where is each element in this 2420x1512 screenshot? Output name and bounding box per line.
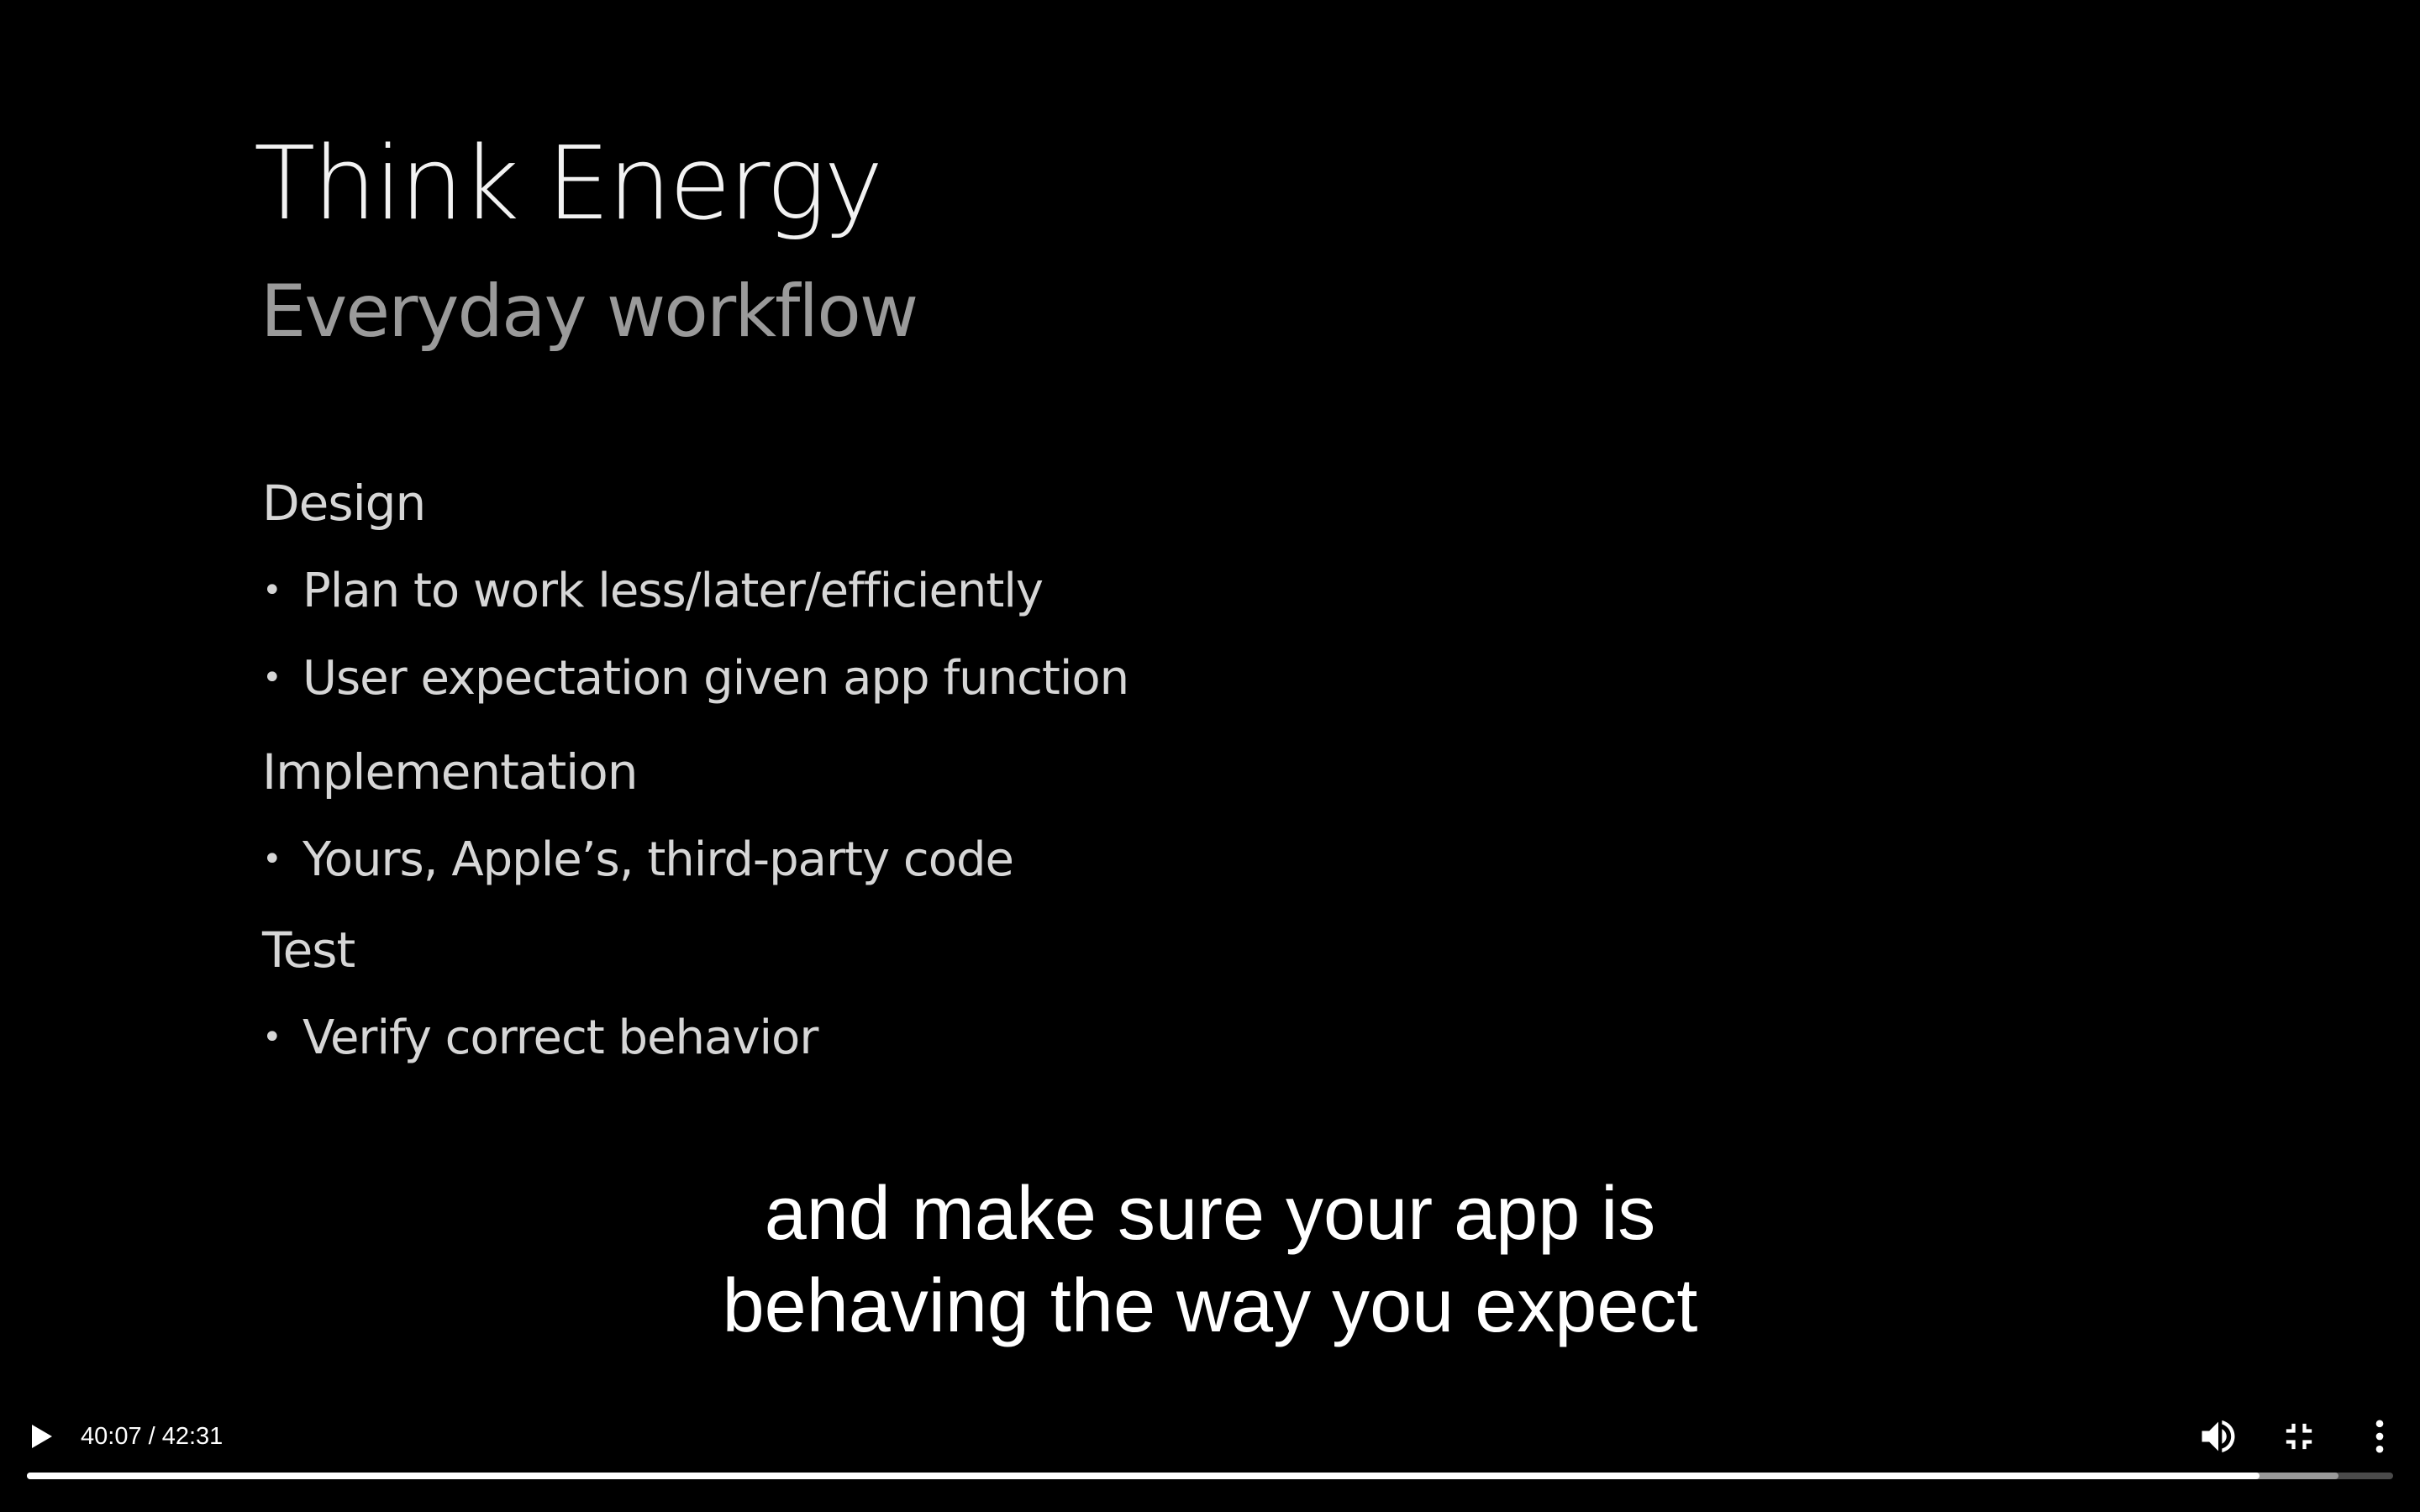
bullet-text: Yours, Apple’s, third-party code xyxy=(302,832,1014,887)
bullet-item: •Yours, Apple’s, third-party code xyxy=(262,837,1014,884)
player-controls: 40:07 / 42:31 xyxy=(0,1394,2420,1512)
volume-icon xyxy=(2202,1420,2235,1453)
caption-line-2: behaving the way you expect xyxy=(722,1264,1698,1348)
play-button[interactable] xyxy=(25,1416,59,1457)
play-icon xyxy=(32,1425,52,1448)
bullet-glyph: • xyxy=(262,659,282,697)
exit-fullscreen-button[interactable] xyxy=(2277,1415,2321,1458)
more-vertical-icon xyxy=(2375,1420,2384,1453)
slide-subtitle: Everyday workflow xyxy=(260,270,918,354)
bullet-glyph: • xyxy=(262,840,282,879)
time-display: 40:07 / 42:31 xyxy=(81,1423,224,1450)
section-heading-implementation: Implementation xyxy=(262,743,639,801)
section-heading-test: Test xyxy=(262,921,355,979)
slide-title: Think Energy xyxy=(254,126,883,243)
progress-bar[interactable] xyxy=(27,1473,2393,1479)
bullet-item: •User expectation given app function xyxy=(262,655,1129,702)
bullet-text: Plan to work less/later/efficiently xyxy=(302,564,1044,618)
closed-captions: and make sure your app is behaving the w… xyxy=(0,1168,2420,1352)
exit-fullscreen-icon xyxy=(2286,1423,2312,1450)
section-heading-design: Design xyxy=(262,475,426,532)
bullet-text: User expectation given app function xyxy=(302,651,1129,706)
more-options-button[interactable] xyxy=(2358,1415,2402,1458)
bullet-glyph: • xyxy=(262,571,282,610)
volume-button[interactable] xyxy=(2196,1415,2240,1458)
bullet-glyph: • xyxy=(262,1018,282,1057)
progress-played xyxy=(27,1473,2260,1479)
bullet-item: •Plan to work less/later/efficiently xyxy=(262,568,1044,615)
bullet-item: •Verify correct behavior xyxy=(262,1015,818,1062)
bullet-text: Verify correct behavior xyxy=(302,1011,818,1065)
caption-line-1: and make sure your app is xyxy=(764,1172,1656,1256)
